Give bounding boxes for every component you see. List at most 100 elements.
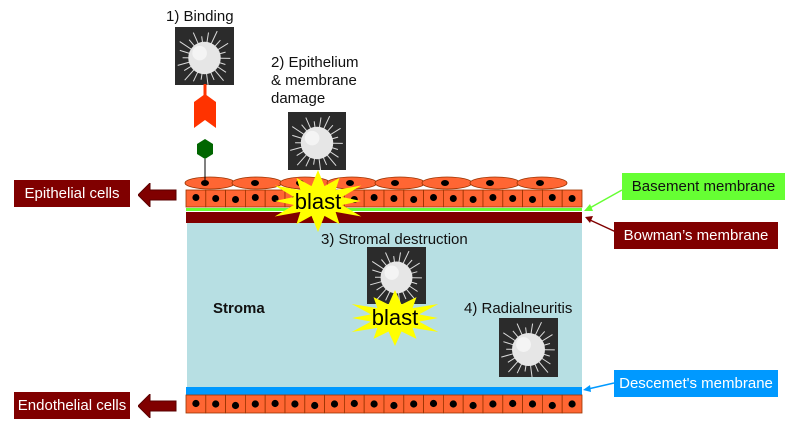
- nucleus: [486, 180, 494, 186]
- step-3-label: 3) Stromal destruction: [321, 231, 468, 248]
- amoeba-highlight: [192, 45, 207, 61]
- cuboidal-epithelial-cell: [442, 189, 464, 208]
- nucleus: [568, 195, 576, 202]
- nucleus: [441, 180, 449, 186]
- nucleus: [449, 195, 457, 202]
- nucleus: [251, 194, 259, 201]
- endothelial-cell: [185, 394, 207, 414]
- flat-epithelial-cell: [516, 176, 568, 190]
- left-arrow-icon: [138, 394, 177, 418]
- amoeba-icon: [370, 250, 422, 304]
- cuboidal-epithelial-cell: [423, 189, 444, 208]
- cuboidal-epithelial-cell: [205, 189, 226, 208]
- step-2-line-2: & membrane: [271, 72, 357, 89]
- ligand-hexagon-icon: [197, 139, 213, 159]
- cuboidal-epithelial-cell: [522, 189, 543, 208]
- nucleus: [391, 180, 399, 186]
- descemets-membrane-layer: [186, 387, 582, 395]
- basement-pointer-arrow: [584, 189, 623, 211]
- nucleus: [548, 194, 556, 201]
- cuboidal-epithelial-cell: [502, 189, 523, 208]
- nucleus: [529, 196, 536, 203]
- nucleus: [271, 399, 279, 408]
- amoeba-highlight: [304, 130, 320, 146]
- endothelial-cell: [245, 394, 266, 414]
- endothelial-cell: [442, 394, 464, 414]
- cuboidal-epithelial-cell: [462, 189, 484, 208]
- endothelial-cell: [541, 394, 563, 414]
- nucleus: [370, 194, 378, 201]
- nucleus: [311, 401, 319, 410]
- endothelial-cell: [324, 394, 345, 414]
- endothelial-cell: [284, 394, 306, 414]
- nucleus: [509, 195, 517, 202]
- cuboidal-epithelial-cell: [363, 189, 385, 208]
- left-arrow-icon: [138, 183, 177, 207]
- nucleus: [251, 400, 259, 408]
- bowmans-membrane-label: Bowman’s membrane: [623, 227, 769, 244]
- blast-star-icon: blast: [351, 290, 439, 346]
- cuboidal-epithelial-cell: [403, 189, 425, 208]
- amoeba-icon: [177, 30, 231, 85]
- descemets-membrane-label: Descemet's membrane: [619, 375, 773, 392]
- basement-membrane-label: Basement membrane: [631, 178, 776, 195]
- endothelial-cell: [343, 394, 365, 414]
- step-1-label: 1) Binding: [166, 8, 234, 25]
- nucleus: [489, 194, 497, 201]
- nucleus: [330, 400, 339, 408]
- nucleus: [370, 400, 378, 408]
- nucleus: [449, 400, 457, 408]
- cuboidal-epithelial-cell: [245, 189, 266, 208]
- endothelial-cell: [423, 394, 444, 414]
- endothelial-cell: [502, 394, 523, 414]
- endothelial-cell: [304, 394, 326, 414]
- endothelial-layer: [185, 394, 583, 414]
- endothelial-cells-callout: Endothelial cells: [14, 392, 130, 419]
- nucleus: [489, 400, 497, 408]
- nucleus: [509, 399, 517, 408]
- nucleus: [350, 399, 358, 408]
- nucleus: [201, 180, 209, 186]
- step-2-line-1: 2) Epithelium: [271, 54, 359, 71]
- nucleus: [410, 196, 418, 203]
- descemet-pointer-arrow: [583, 382, 615, 392]
- step-4-label: 4) Radialneuritis: [464, 300, 573, 317]
- endothelial-cell: [403, 394, 425, 414]
- bowman-pointer-arrow: [585, 216, 617, 233]
- amoeba-highlight: [516, 337, 531, 352]
- nucleus: [192, 399, 200, 408]
- epithelial-cells-label: Epithelial cells: [24, 185, 120, 202]
- blast-star-shape: [274, 170, 362, 232]
- nucleus: [536, 180, 544, 186]
- nucleus: [251, 180, 259, 186]
- step-2-line-3: damage: [271, 90, 326, 107]
- cuboidal-epithelial-cell: [482, 189, 504, 208]
- cuboidal-epithelial-cell: [541, 189, 563, 208]
- endothelial-cells-label: Endothelial cells: [17, 397, 127, 414]
- epithelial-layer: [184, 176, 583, 208]
- flat-epithelial-cell: [374, 176, 426, 190]
- endothelial-cell: [264, 394, 286, 414]
- nucleus: [390, 401, 398, 410]
- receptor-chevron-icon: [194, 94, 216, 128]
- amoeba-icon: [290, 115, 343, 170]
- endothelial-cell: [462, 394, 484, 414]
- acanthamoeba-sem-image: [175, 27, 234, 85]
- nucleus: [212, 400, 220, 408]
- stroma-label: Stroma: [213, 300, 265, 317]
- cuboidal-epithelial-cell: [561, 189, 583, 208]
- cuboidal-epithelial-cell: [225, 189, 246, 208]
- endothelial-cell: [522, 394, 543, 414]
- cuboidal-epithelial-cell: [264, 189, 286, 208]
- endothelial-cell: [482, 394, 504, 414]
- endothelial-cell: [363, 394, 385, 414]
- amoeba-icon: [501, 321, 555, 377]
- endothelial-cell: [561, 394, 583, 414]
- nucleus: [430, 194, 437, 201]
- bowmans-membrane-layer: [186, 212, 582, 223]
- basement-membrane-layer: [186, 208, 582, 211]
- endothelial-cell: [383, 394, 405, 414]
- blast-star-shape: [351, 290, 439, 346]
- nucleus: [410, 400, 418, 408]
- blast-label: blast: [372, 305, 418, 330]
